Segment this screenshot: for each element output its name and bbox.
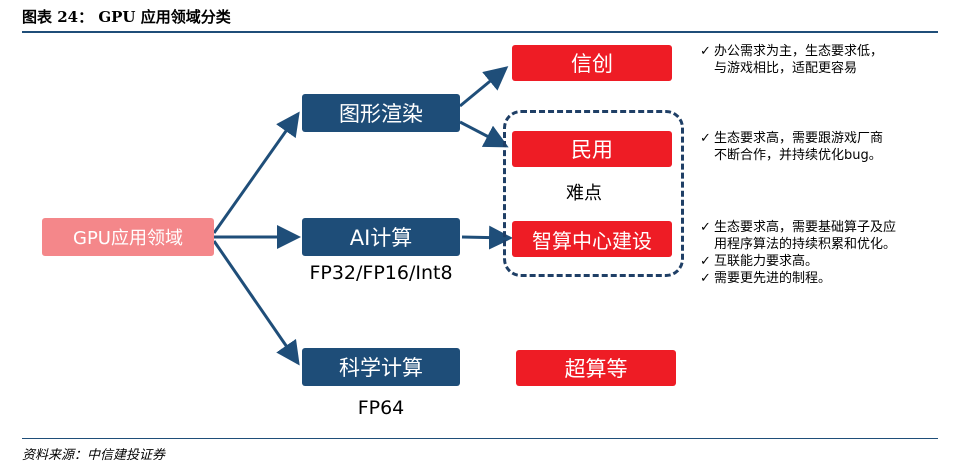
arrow-graphics-to-minyong: [459, 120, 509, 148]
difficulty-dashed-frame: [503, 110, 684, 277]
note-line: 互联能力要求高。: [714, 254, 819, 269]
arrow-root-to-graphics: [212, 111, 300, 234]
bottom-rule: [22, 438, 938, 439]
node-computing-center: 智算中心建设: [512, 221, 672, 257]
check-icon: ✓: [700, 44, 711, 59]
node-ai-computing: AI计算: [302, 218, 460, 256]
check-icon: ✓: [700, 131, 711, 146]
top-rule: [22, 31, 938, 33]
arrow-root-to-science: [212, 240, 300, 366]
root-node-gpu-domains: GPU应用领域: [42, 218, 214, 256]
node-consumer: 民用: [512, 131, 672, 167]
note-line: 生态要求高，需要跟游戏厂商: [714, 131, 884, 146]
notes-consumer: ✓生态要求高，需要跟游戏厂商 不断合作，并持续优化bug。: [700, 130, 883, 164]
node-graphics-rendering: 图形渲染: [302, 94, 460, 132]
note-line: 需要更先进的制程。: [714, 271, 832, 286]
notes-xinchuang: ✓办公需求为主，生态要求低， 与游戏相比，适配更容易: [700, 43, 883, 77]
check-icon: ✓: [700, 220, 711, 235]
node-supercomputing: 超算等: [516, 350, 676, 386]
note-line: 办公需求为主，生态要求低，: [714, 44, 884, 59]
check-icon: ✓: [700, 254, 711, 269]
source-note: 资料来源：中信建投证券: [22, 448, 166, 463]
node-scientific-computing: 科学计算: [302, 348, 460, 386]
difficulty-label: 难点: [566, 183, 602, 204]
note-line: 用程序算法的持续积累和优化。: [714, 237, 897, 252]
arrow-ai-to-zhisuan: [461, 225, 513, 250]
note-line: 不断合作，并持续优化bug。: [714, 148, 882, 163]
ai-precision-label: FP32/FP16/Int8: [309, 262, 453, 284]
arrow-graphics-to-xinchuang: [459, 66, 509, 108]
figure-title: 图表 24： GPU 应用领域分类: [22, 8, 231, 26]
node-xinchuang: 信创: [512, 45, 672, 81]
notes-computing-center: ✓生态要求高，需要基础算子及应 用程序算法的持续积累和优化。 ✓互联能力要求高。…: [700, 219, 896, 287]
note-line: 与游戏相比，适配更容易: [714, 61, 858, 76]
science-precision-label: FP64: [357, 397, 405, 419]
note-line: 生态要求高，需要基础算子及应: [714, 220, 897, 235]
check-icon: ✓: [700, 271, 711, 286]
